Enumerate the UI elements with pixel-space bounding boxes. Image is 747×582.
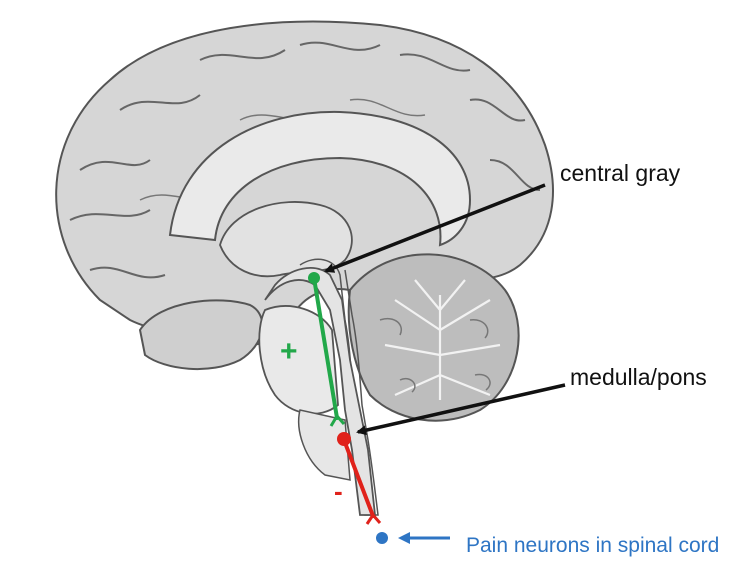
medulla-neuron (337, 432, 351, 446)
medulla-pons-label: medulla/pons (570, 364, 707, 391)
central-gray-neuron (308, 272, 320, 284)
pain-neuron-dot (376, 532, 388, 544)
excitatory-sign: + (280, 335, 298, 369)
pain-neurons-label: Pain neurons in spinal cord (466, 532, 736, 560)
central-gray-label: central gray (560, 160, 680, 187)
inhibitory-synapse-fork (367, 515, 380, 524)
inhibitory-sign: - (334, 476, 343, 507)
cerebellum (349, 254, 519, 420)
